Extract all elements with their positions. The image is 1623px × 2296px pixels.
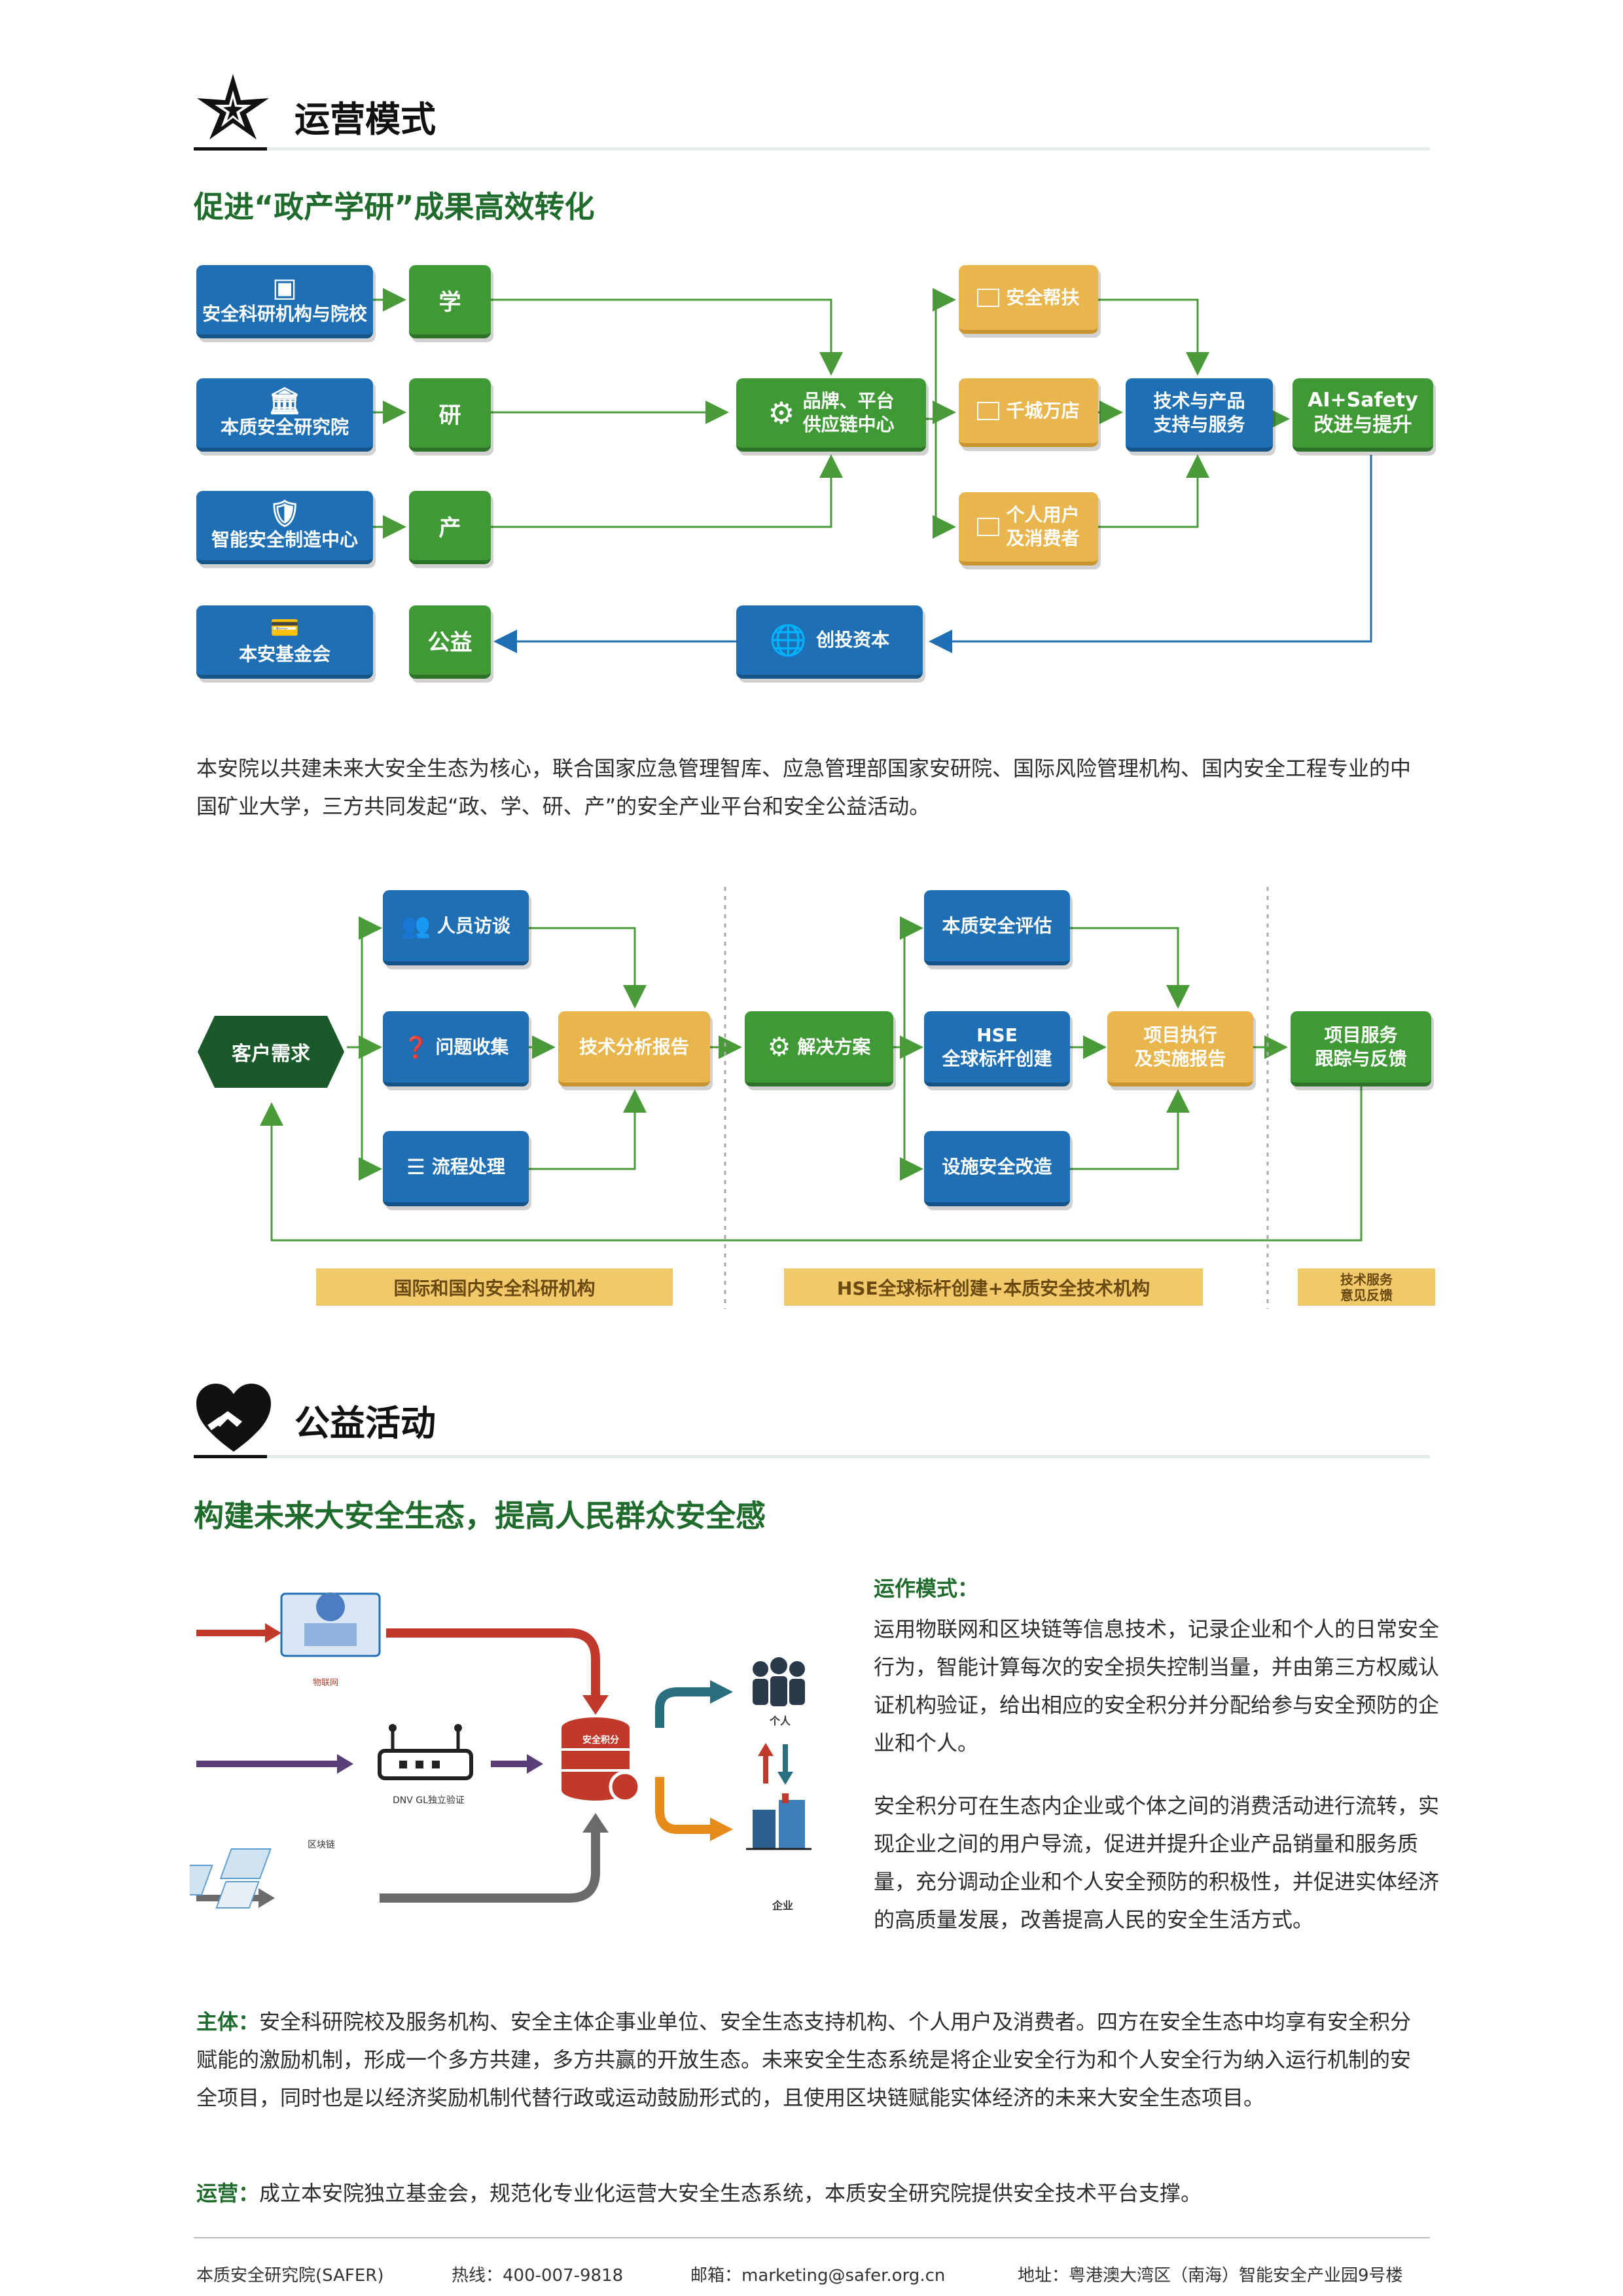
city-stores-box: 千城万店 [959,378,1098,447]
question-doc-icon: ❓ [402,1034,429,1060]
points-label: 安全积分 [582,1735,619,1746]
interview-box: 👥 人员访谈 [383,890,529,965]
footer-address: 地址：粤港澳大湾区（南海）智能安全产业园9号楼 [1018,2266,1403,2286]
shield-check-icon: 🛡 [268,499,302,529]
router-icon [378,1749,473,1780]
section-subtitle: 促进“政产学研”成果高效转化 [194,189,595,224]
box-label: 安全科研机构与院校 [202,303,367,325]
venture-capital-box: 🌐 创投资本 [736,605,923,679]
points-database-icon [562,1717,641,1803]
operate-label: 运营： [196,2181,260,2206]
research-institutes-box: ▣ 安全科研机构与院校 [196,265,373,338]
intro-paragraph: 本安院以共建未来大安全生态为核心，联合国家应急管理智库、应急管理部国家安研院、国… [196,756,1412,819]
hse-benchmark-box: HSE 全球标杆创建 [924,1011,1070,1086]
band-hse-benchmark: HSE全球标杆创建+本质安全技术机构 [784,1268,1203,1306]
manufacturing-center-box: 🛡 智能安全制造中心 [196,491,373,564]
venture-label: 创投资本 [816,629,890,651]
customer-demand-hexagon: 客户需求 [195,1013,347,1090]
safety-assessment-box: 本质安全评估 [924,890,1070,965]
footer-email: 邮箱：marketing@safer.org.cn [690,2266,946,2286]
lecture-icon: ▣ [272,273,297,303]
title-underline [194,147,267,151]
network-hub-icon: ⚙ [768,395,795,431]
ops-mode-text-1: 运用物联网和区块链等信息技术，记录企业和个人的日常安全行为，智能计算每次的安全损… [874,1617,1440,1755]
footer-org: 本质安全研究院(SAFER) [196,2266,384,2286]
solution-box: ⚙ 解决方案 [745,1011,893,1086]
ops-mode-label: 运作模式： [874,1576,979,1601]
window-icon [977,401,1000,420]
window-icon [977,288,1000,307]
box-label: 本质安全研究院 [220,416,349,438]
footer-rule [194,2237,1430,2238]
problem-collect-box: ❓ 问题收集 [383,1011,529,1086]
operate-paragraph: 运营：成立本安院独立基金会，规范化专业化运营大安全生态系统，本质安全研究院提供安… [196,2174,1430,2212]
subject-paragraph: 主体：安全科研院校及服务机构、安全主体企事业单位、安全生态支持机构、个人用户及消… [196,2003,1430,2117]
learn-box: 学 [409,265,491,338]
facility-upgrade-box: 设施安全改造 [924,1131,1070,1206]
subject-label: 主体： [196,2009,260,2034]
subject-text: 安全科研院校及服务机构、安全主体企事业单位、安全生态支持机构、个人用户及消费者。… [196,2009,1412,2110]
research-box: 研 [409,378,491,452]
box-label: 千城万店 [1006,399,1080,422]
project-execution-box: 项目执行 及实施报告 [1107,1011,1253,1086]
process-handle-box: ☰ 流程处理 [383,1131,529,1206]
project-service-box: 项目服务 跟踪与反馈 [1291,1011,1431,1086]
brand-platform-hub: ⚙ 品牌、平台 供应链中心 [736,378,926,452]
gears-icon: ⚙ [767,1031,791,1062]
ops-mode-text-2: 安全积分可在生态内企业或个体之间的消费活动进行流转，实现企业之间的用户导流，促进… [874,1793,1440,1932]
hub-label: 品牌、平台 供应链中心 [802,390,895,435]
flow2-connectors [260,887,1363,1309]
safety-institute-box: 🏛 本质安全研究院 [196,378,373,452]
bank-building-icon: 🏛 [268,386,302,416]
tech-analysis-report-box: 技术分析报告 [558,1011,710,1086]
process-flow-icon: ☰ [406,1154,425,1179]
points-flow-diagram [190,1592,812,1909]
blockchain-label: 区块链 [308,1840,335,1850]
customer-label: 客户需求 [232,1043,310,1066]
box-label: 安全帮扶 [1006,286,1080,308]
flow1-connectors [373,288,1372,653]
person-label: 个人 [770,1715,791,1727]
operate-text: 成立本安院独立基金会，规范化专业化运营大安全生态系统，本质安全研究院提供安全技术… [259,2181,1202,2206]
window-icon [977,518,1000,536]
band-feedback: 技术服务 意见反馈 [1298,1268,1435,1306]
box-label: 问题收集 [435,1035,509,1058]
public-welfare-box: 公益 [409,605,491,679]
title-rule [267,1455,1430,1458]
box-label: 人员访谈 [437,914,510,937]
foundation-box: 💳 本安基金会 [196,605,373,679]
safety-assistance-box: 安全帮扶 [959,265,1098,334]
footer-hotline: 热线：400-007-9818 [452,2266,624,2286]
iot-label: 物联网 [313,1678,339,1688]
heart-hand-logo-icon [194,1381,274,1454]
people-talk-icon: 👥 [401,912,431,939]
dnv-label: DNV GL独立验证 [393,1795,465,1806]
box-label: 流程处理 [431,1155,505,1177]
tech-support-box: 技术与产品 支持与服务 [1126,378,1273,452]
star-logo-icon [194,71,272,143]
box-label: 解决方案 [797,1035,871,1058]
band-research-institutions: 国际和国内安全科研机构 [316,1268,673,1306]
consumers-box: 个人用户 及消费者 [959,492,1098,565]
box-label: 智能安全制造中心 [211,529,358,550]
title-underline [194,1455,267,1458]
globe-icon: 🌐 [769,622,808,658]
enterprise-building-icon [746,1793,812,1850]
section-title: 公益活动 [294,1403,436,1444]
people-group-icon [753,1657,805,1706]
currency-card-icon: 💳 [270,615,300,641]
box-label: 个人用户 及消费者 [1006,504,1080,549]
title-rule [267,147,1430,151]
box-label: 本安基金会 [238,643,330,665]
produce-box: 产 [409,491,491,564]
blockchain-icon [190,1848,272,1909]
enterprise-label: 企业 [772,1899,794,1912]
section-title: 运营模式 [294,99,436,140]
ai-safety-box: AI+Safety 改进与提升 [1293,378,1433,452]
section-subtitle: 构建未来大安全生态，提高人民群众安全感 [194,1498,766,1534]
